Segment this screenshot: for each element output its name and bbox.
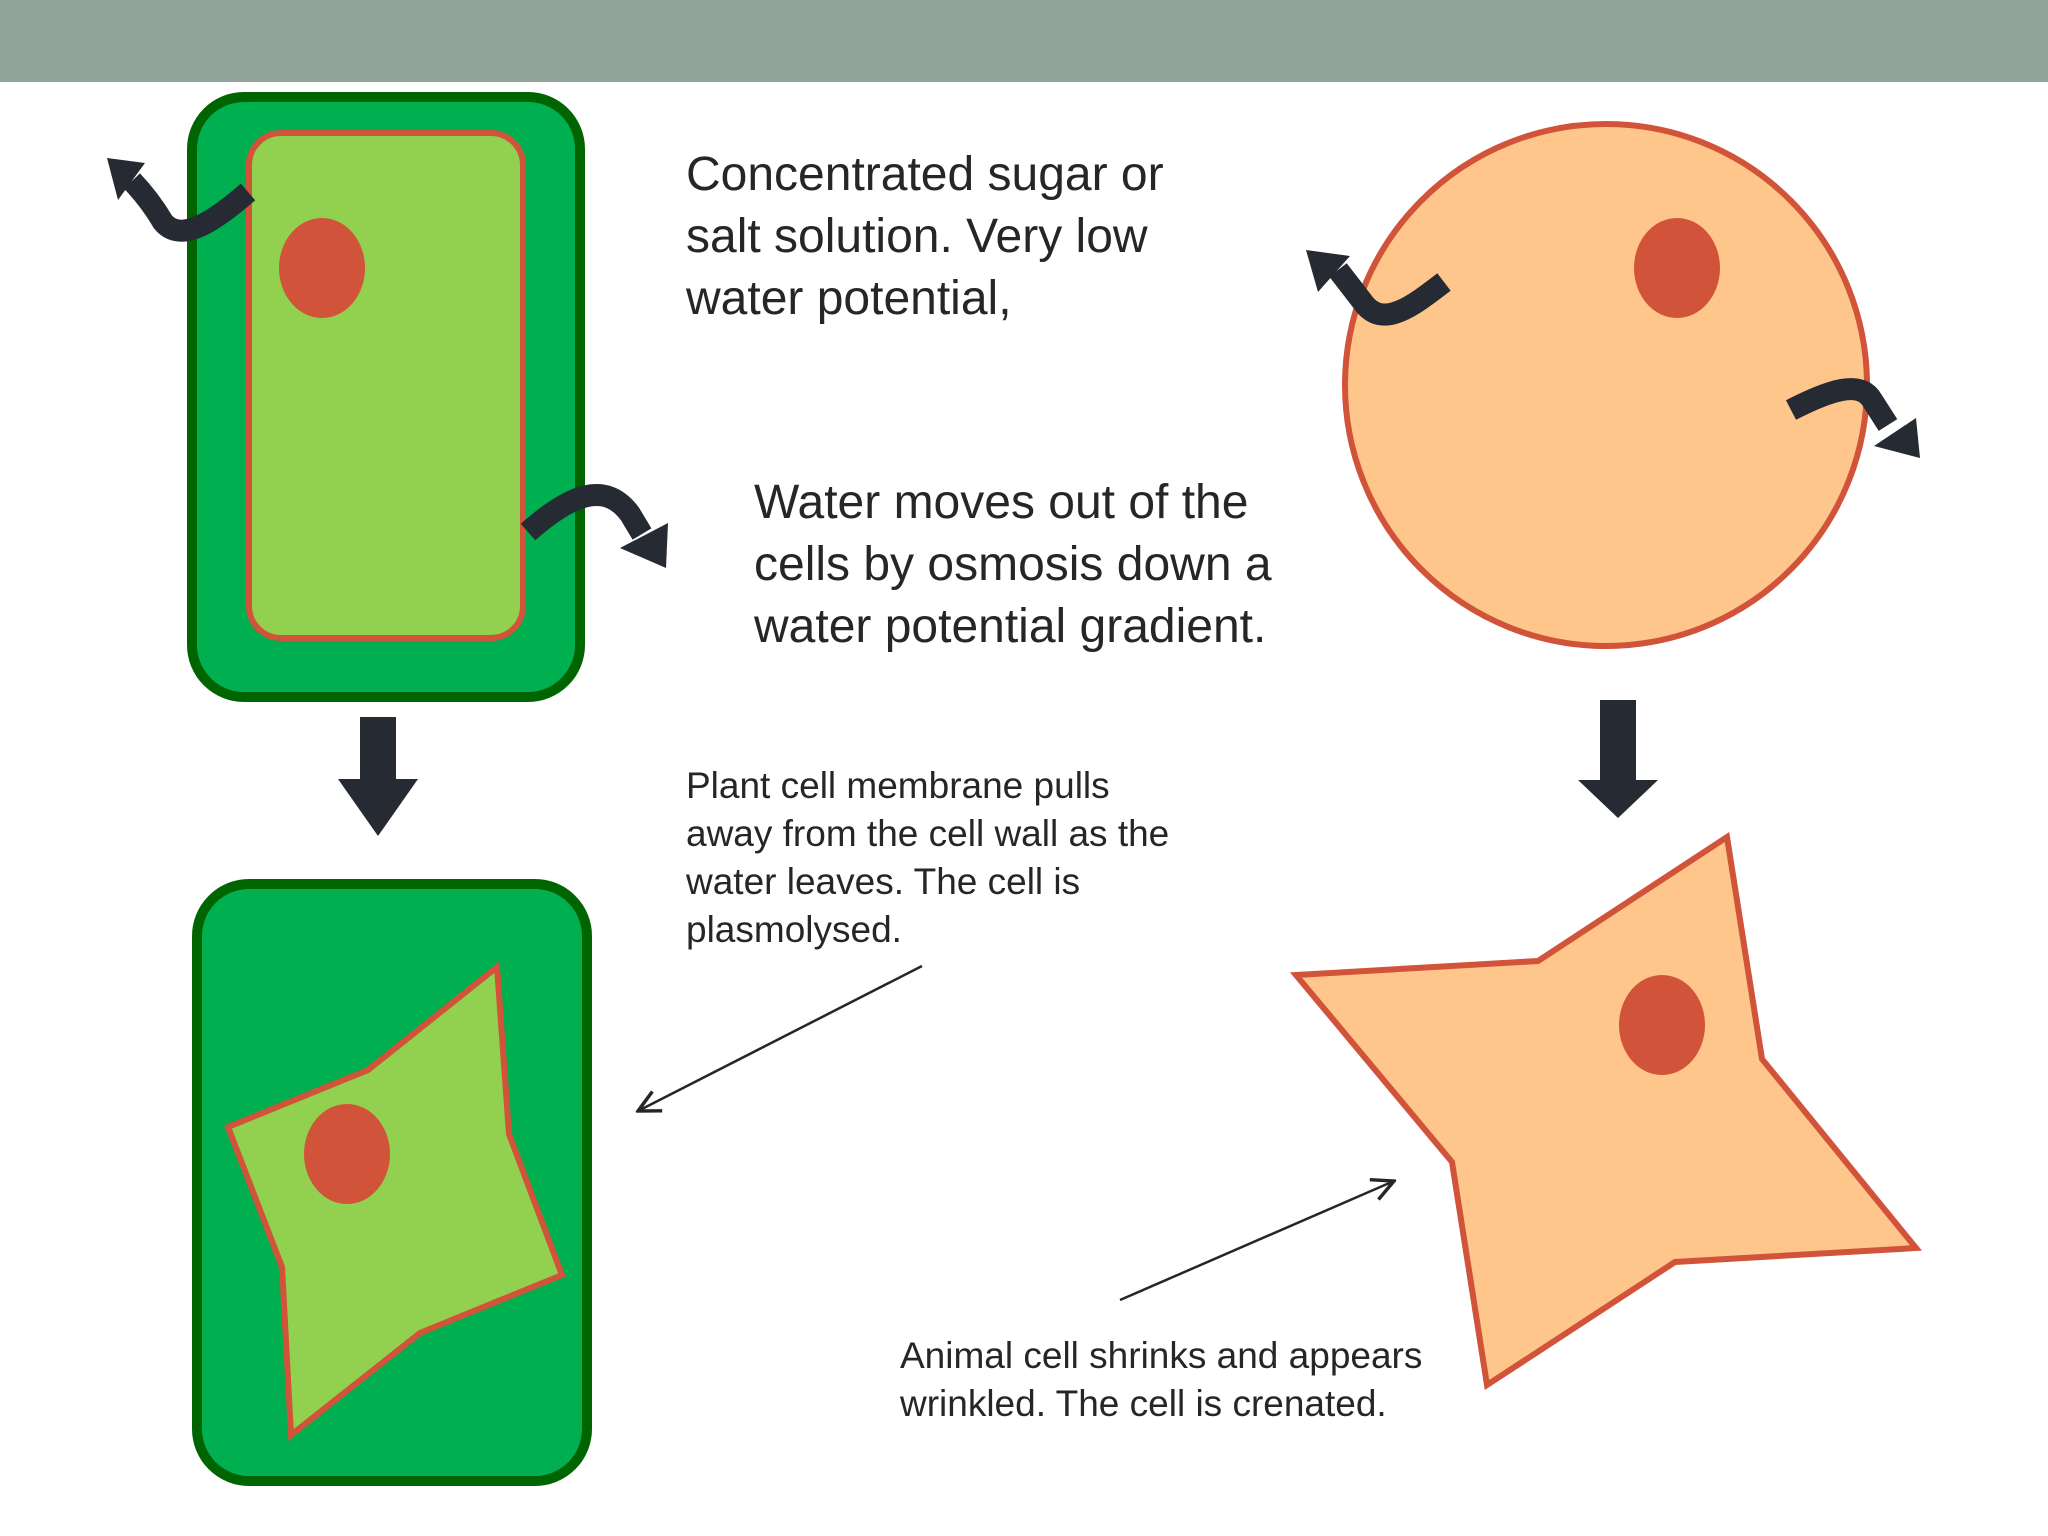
down-arrow-icon (1578, 700, 1658, 818)
shrunken-cytoplasm (224, 961, 566, 1441)
thin-arrow-icon (638, 964, 923, 1111)
header-band (0, 0, 2048, 82)
plant-cell-cytoplasm (246, 130, 526, 641)
animal-cell-nucleus (1634, 218, 1720, 318)
plant-cell-plasmolysed (192, 879, 592, 1486)
curved-arrow-icon (1785, 378, 1920, 458)
down-arrow-icon (338, 717, 418, 836)
osmosis-label: Water moves out of the cells by osmosis … (754, 476, 1272, 653)
plant-cell-normal (187, 92, 585, 702)
curved-arrow-icon (520, 484, 668, 568)
plasmolysed-cell-nucleus (304, 1104, 390, 1204)
crenated-cell-nucleus (1619, 975, 1705, 1075)
animal-cell-normal (1342, 121, 1870, 649)
header-band-fill (0, 0, 2048, 82)
animal-cell-crenated (1289, 831, 1923, 1391)
crenated-label: Animal cell shrinks and appears wrinkled… (900, 1335, 1423, 1424)
plant-cell-nucleus (279, 218, 365, 318)
curved-arrow-icon (1306, 250, 1451, 326)
curved-arrow-icon (107, 158, 256, 242)
plasmolysed-label: Plant cell membrane pulls away from the … (686, 765, 1170, 950)
thin-arrow-icon (1119, 1181, 1394, 1302)
solution-label: Concentrated sugar or salt solution. Ver… (686, 148, 1164, 325)
crenated-cell-body (1289, 831, 1923, 1391)
animal-cell-body (1342, 121, 1870, 649)
